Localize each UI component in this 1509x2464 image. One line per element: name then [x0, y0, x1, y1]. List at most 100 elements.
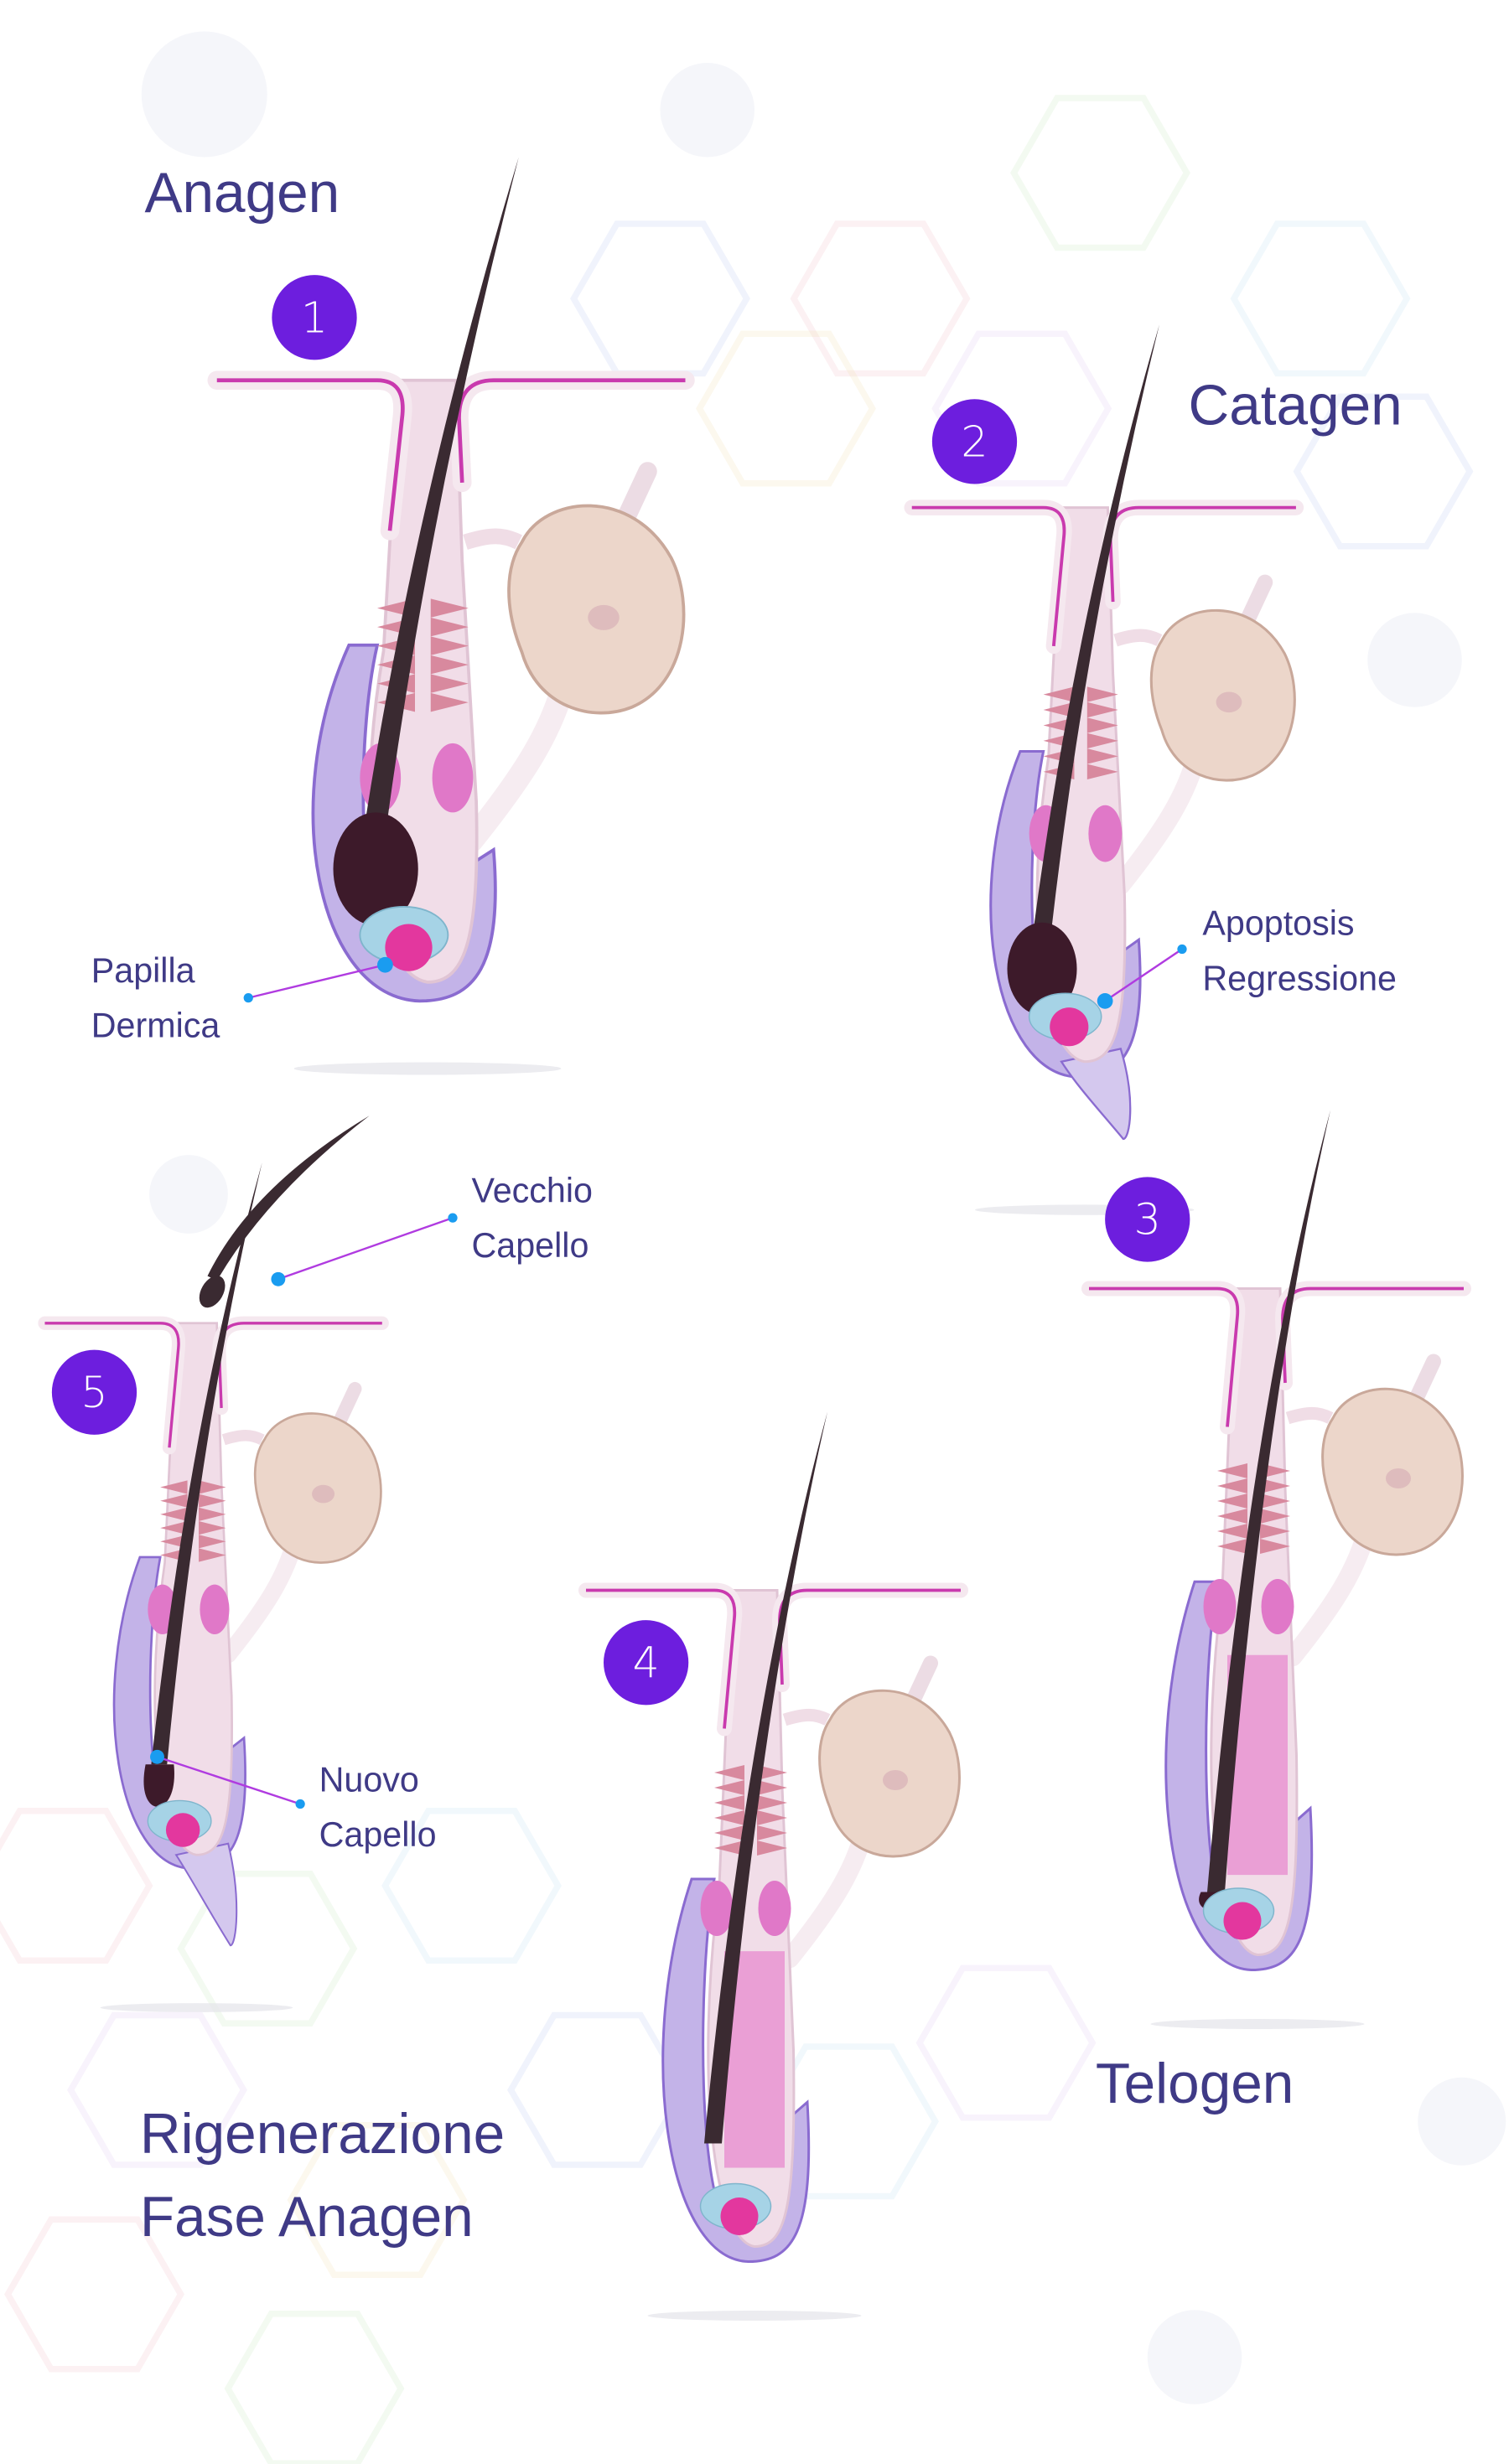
sheath-ridge — [1086, 764, 1118, 780]
pointer-dot — [295, 1799, 305, 1809]
hexagon-decoration — [1230, 220, 1411, 377]
sheath-ridge — [757, 1765, 787, 1780]
shadow — [100, 2003, 293, 2012]
sheath-ridge — [1217, 1463, 1247, 1478]
arrector-muscle — [1111, 740, 1208, 895]
hexagon-decoration — [4, 2216, 184, 2373]
callout-old-hair: Vecchio Capello — [271, 1171, 593, 1286]
epidermis-line-right — [457, 378, 686, 483]
pointer-line — [247, 964, 386, 999]
pointer-dot — [1097, 993, 1113, 1009]
sheath-ridge — [160, 1507, 188, 1521]
blur-spot-decoration — [149, 1155, 228, 1234]
dermal-papilla — [385, 924, 433, 971]
dermal-papilla — [720, 2197, 759, 2235]
hexagon-decoration — [570, 220, 750, 377]
inner-root-sheath — [153, 1322, 233, 1856]
sheath-ridge — [1086, 717, 1118, 733]
callout-new-hair-line2: Capello — [319, 1815, 437, 1854]
blur-spot-decoration — [660, 63, 754, 158]
callout-old-hair-line1: Vecchio — [472, 1171, 593, 1209]
blur-spot-decoration — [141, 31, 267, 158]
title-anagen: Anagen — [145, 162, 340, 225]
sheath-ridge — [160, 1480, 188, 1494]
shadow — [1150, 2019, 1365, 2029]
old-hair — [199, 1116, 370, 1308]
hair-shaft — [151, 1162, 262, 1765]
hexagon-decoration — [177, 1871, 358, 2027]
gland-nucleus — [1386, 1468, 1411, 1488]
blur-spot-decoration — [1367, 613, 1462, 707]
inner-body — [1203, 1579, 1237, 1634]
sheath-ridge — [1086, 748, 1118, 764]
follicles — [38, 157, 1472, 2321]
shadow — [293, 1062, 562, 1075]
sheath-ridge — [1043, 686, 1075, 702]
gland-nucleus — [1216, 691, 1242, 713]
old-hair-shaft — [207, 1116, 370, 1281]
hair-bulb — [333, 812, 418, 926]
regressing-tail — [1060, 1048, 1132, 1141]
sheath-ridge — [430, 655, 469, 675]
sheath-ridge — [430, 692, 469, 712]
pointer-line — [1104, 948, 1183, 1002]
sheath-ridge — [160, 1521, 188, 1535]
gland-duct — [332, 1381, 362, 1430]
badge-3-number: 3 — [1134, 1195, 1161, 1245]
shadow — [647, 2311, 862, 2321]
sheath-ridge — [160, 1493, 188, 1508]
sheath-ridge — [757, 1840, 787, 1856]
gland-nucleus — [588, 604, 620, 630]
sheath-ridge — [430, 598, 469, 618]
callout-old-hair-line2: Capello — [472, 1226, 589, 1265]
gland-duct — [616, 462, 657, 528]
hexagon-decoration — [224, 2311, 405, 2464]
sheath-ridge — [1217, 1539, 1247, 1554]
sheath-ridge — [714, 1840, 744, 1856]
hexagon-decoration — [1010, 95, 1190, 251]
sheath-ridge — [757, 1810, 787, 1825]
badge-1: 1 — [272, 275, 357, 360]
sheath-ridge — [1260, 1539, 1290, 1554]
hexagon-decoration — [287, 2122, 468, 2278]
hexagon-decoration — [931, 330, 1112, 487]
skin-surface-left — [904, 500, 1072, 655]
skin-surface-left — [1081, 1281, 1246, 1435]
badge-2-number: 2 — [961, 417, 988, 466]
follicle-early-anagen — [578, 1411, 969, 2321]
hexagon-decoration — [915, 1964, 1097, 2121]
inner-body — [758, 1881, 791, 1936]
sheath-ridge — [1217, 1509, 1247, 1524]
sheath-ridge — [199, 1507, 226, 1521]
pointer-line — [277, 1216, 454, 1281]
badge-2: 2 — [931, 399, 1018, 484]
sheath-ridge — [1086, 732, 1118, 749]
arrector-muscle — [780, 1817, 875, 1969]
sheath-ridge — [1260, 1509, 1290, 1524]
pointer-dot — [1177, 944, 1187, 955]
hexagon-decoration — [0, 1808, 153, 1964]
sheath-ridge — [430, 674, 469, 693]
badge-5: 5 — [51, 1349, 137, 1435]
regressing-tail — [174, 1842, 238, 1947]
callout-apoptosis-line1: Apoptosis — [1202, 904, 1354, 943]
sheath-ridge — [757, 1780, 787, 1795]
blur-spot-decoration — [1147, 2310, 1242, 2404]
skin-surface-left — [207, 370, 412, 541]
callout-papilla-line2: Dermica — [91, 1007, 220, 1045]
inner-body — [432, 743, 474, 813]
gland-nucleus — [883, 1770, 908, 1790]
sheath-ridge — [430, 617, 469, 637]
title-regeneration-line2: Fase Anagen — [140, 2186, 474, 2249]
epidermis-line-left — [216, 378, 405, 531]
sheath-ridge — [1260, 1493, 1290, 1509]
sheath-ridge — [1260, 1478, 1290, 1493]
hair-shaft — [365, 157, 519, 826]
sheath-ridge — [714, 1825, 744, 1840]
pointer-dot — [150, 1749, 164, 1764]
pointer-dot — [243, 993, 253, 1003]
badge-4: 4 — [604, 1620, 689, 1706]
sheath-ridge — [1043, 701, 1075, 718]
epidermis-line-left — [911, 505, 1066, 647]
